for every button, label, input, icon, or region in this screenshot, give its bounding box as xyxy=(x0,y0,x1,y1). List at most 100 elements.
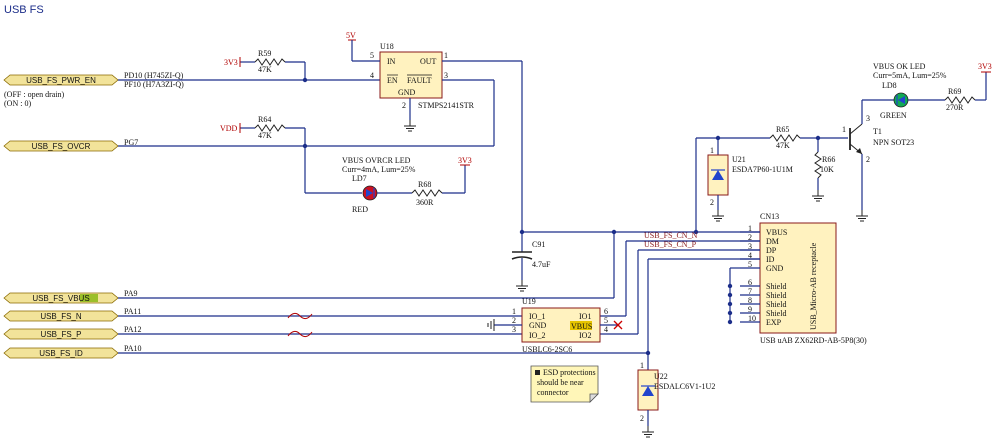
ground-u19 xyxy=(487,319,522,331)
svg-text:RED: RED xyxy=(352,205,368,214)
svg-text:USB_FS_P: USB_FS_P xyxy=(41,330,82,339)
capacitor-c91: C91 4.7uF xyxy=(511,232,551,292)
net-tie-pa12 xyxy=(287,330,313,338)
resistor-r65: R65 47K xyxy=(769,125,848,150)
net-label-cn-n: USB_FS_CN_N xyxy=(644,231,698,240)
power-3v3-r59: 3V3 xyxy=(224,57,241,67)
svg-text:47K: 47K xyxy=(776,141,790,150)
svg-text:U18: U18 xyxy=(380,42,394,51)
led-ld7: VBUS OVRCR LED Curr=4mA, Lum=25% LD7 RED xyxy=(342,156,416,214)
svg-text:1: 1 xyxy=(640,361,644,370)
pin-label-pa9: PA9 xyxy=(124,289,138,298)
transistor-t1: T1 NPN SOT23 1 2 3 xyxy=(842,100,914,222)
svg-text:USB uAB ZX62RD-AB-5P8(30): USB uAB ZX62RD-AB-5P8(30) xyxy=(760,336,867,345)
port-usb-fs-vbus: USB_FS_VBUS xyxy=(3,292,119,304)
pin-label-pa12: PA12 xyxy=(124,325,142,334)
page-title: USB FS xyxy=(4,4,44,16)
svg-text:ESD protections: ESD protections xyxy=(543,368,596,377)
note-off: (OFF : open drain) xyxy=(4,90,65,99)
svg-text:CN13: CN13 xyxy=(760,212,779,221)
pin-label-pf10: PF10 (H7A3ZI-Q) xyxy=(124,80,184,89)
ground-u18 xyxy=(403,98,417,132)
power-3v3-r68: 3V3 xyxy=(458,156,472,166)
svg-text:C91: C91 xyxy=(532,240,545,249)
wire-ld7-r68 xyxy=(377,165,466,194)
svg-text:should be near: should be near xyxy=(537,378,584,387)
wire-vbus xyxy=(118,135,770,299)
svg-text:2: 2 xyxy=(640,414,644,423)
svg-text:R66: R66 xyxy=(822,155,835,164)
svg-text:VBUS OK LED: VBUS OK LED xyxy=(873,62,926,71)
pin-label-pa11: PA11 xyxy=(124,307,141,316)
wire-n-p-to-u19 xyxy=(118,315,522,335)
resistor-r59: R59 47K xyxy=(254,49,286,74)
led-ld8: VBUS OK LED Curr=5mA, Lum=25% LD8 GREEN xyxy=(862,62,947,120)
resistor-r66: R66 10K xyxy=(811,138,835,202)
svg-text:USBLC6-2SC6: USBLC6-2SC6 xyxy=(522,345,572,354)
power-vdd: VDD xyxy=(220,123,241,133)
svg-text:ESDALC6V1-1U2: ESDALC6V1-1U2 xyxy=(654,382,715,391)
cn13-pin-name: Shield xyxy=(766,300,786,309)
svg-text:6: 6 xyxy=(604,307,608,316)
svg-text:47K: 47K xyxy=(258,131,272,140)
cn13-pin-name: Shield xyxy=(766,291,786,300)
cn13-pin-name: ID xyxy=(766,255,775,264)
svg-text:2: 2 xyxy=(866,155,870,164)
svg-text:270R: 270R xyxy=(946,103,964,112)
svg-text:USB_FS_ID: USB_FS_ID xyxy=(39,349,83,358)
cn13-pin-number: 1 xyxy=(748,224,752,233)
svg-text:GREEN: GREEN xyxy=(880,111,907,120)
svg-text:GND: GND xyxy=(529,321,547,330)
svg-text:USB_FS_OVCR: USB_FS_OVCR xyxy=(32,142,91,151)
svg-text:LD7: LD7 xyxy=(352,174,367,183)
cn13-pin-number: 10 xyxy=(748,314,756,323)
svg-text:5: 5 xyxy=(370,51,374,60)
svg-text:IN: IN xyxy=(387,57,396,66)
cn13-pin-name: GND xyxy=(766,264,784,273)
svg-text:4.7uF: 4.7uF xyxy=(532,260,551,269)
wire-u18-out xyxy=(442,60,525,235)
cn13-pin-number: 5 xyxy=(748,260,752,269)
ic-u19: U19 IO_1 GND IO_2 IO1 VBUS IO2 USBLC6-2S… xyxy=(512,297,608,354)
svg-text:VBUS OVRCR LED: VBUS OVRCR LED xyxy=(342,156,411,165)
svg-text:Curr=5mA, Lum=25%: Curr=5mA, Lum=25% xyxy=(873,71,947,80)
port-usb-fs-n: USB_FS_N xyxy=(3,310,119,322)
port-usb-fs-ovcr: USB_FS_OVCR xyxy=(3,140,119,152)
svg-text:IO1: IO1 xyxy=(579,312,591,321)
cn13-pin-name: VBUS xyxy=(766,228,787,237)
port-usb-fs-id: USB_FS_ID xyxy=(3,347,119,359)
note-on: (ON : 0) xyxy=(4,99,31,108)
svg-text:U21: U21 xyxy=(732,155,746,164)
cn13-pin-number: 9 xyxy=(748,305,752,314)
svg-text:1: 1 xyxy=(512,307,516,316)
svg-text:5V: 5V xyxy=(346,31,356,40)
svg-text:3V3: 3V3 xyxy=(224,58,238,67)
resistor-r68: R68 360R xyxy=(411,180,443,207)
cn13-pin-number: 6 xyxy=(748,278,752,287)
svg-text:USB_Micro-AB receptacle: USB_Micro-AB receptacle xyxy=(809,242,818,330)
ic-u18: U18 IN OUT EN FAULT GND STMPS2141STR 5 1… xyxy=(370,42,475,110)
cn13-pin-name: EXP xyxy=(766,318,782,327)
svg-text:NPN SOT23: NPN SOT23 xyxy=(873,138,914,147)
wire-cn13-shield xyxy=(727,267,740,325)
svg-text:USB_FS_VBUS: USB_FS_VBUS xyxy=(32,294,89,303)
svg-text:3V3: 3V3 xyxy=(978,62,992,71)
cn13-pin-number: 2 xyxy=(748,233,752,242)
cn13-pin-number: 8 xyxy=(748,296,752,305)
port-usb-fs-pwr-en: USB_FS_PWR_EN xyxy=(3,74,119,86)
svg-text:2: 2 xyxy=(512,316,516,325)
svg-text:10K: 10K xyxy=(820,165,834,174)
svg-text:FAULT: FAULT xyxy=(407,76,432,85)
wire-u18-fault xyxy=(442,79,495,146)
svg-text:IO_1: IO_1 xyxy=(529,312,545,321)
esd-note: ESD protections should be near connector xyxy=(530,365,599,403)
cn13-pin-name: DP xyxy=(766,246,777,255)
pin-label-pd10: PD10 (H745ZI-Q) xyxy=(124,71,184,80)
diode-u21: U21 ESDA7P60-1U1M 1 2 xyxy=(707,138,793,222)
svg-text:47K: 47K xyxy=(258,65,272,74)
cn13-pin-name: DM xyxy=(766,237,779,246)
svg-text:3: 3 xyxy=(512,325,516,334)
svg-text:3V3: 3V3 xyxy=(458,156,472,165)
power-3v3-r69: 3V3 xyxy=(978,62,992,73)
